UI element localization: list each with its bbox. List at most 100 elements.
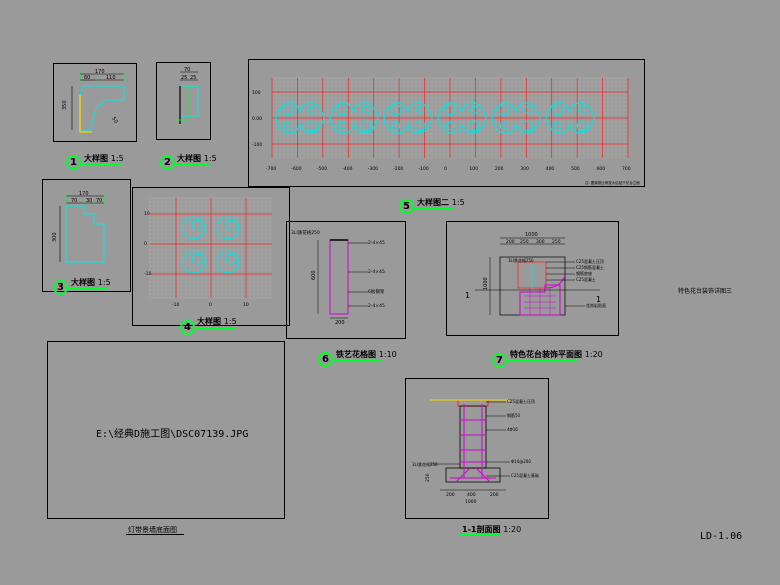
ornament-scroll [500,122,508,130]
d4-bottom-tick: 0 [209,302,212,308]
detail-number-4: 4 [180,320,195,335]
ornament-scroll [444,104,456,116]
detail-6-title: 铁艺花格图 1:10 [336,350,397,359]
d3-dim-a: 70 [71,198,77,204]
detail-frame-3 [42,179,131,292]
d1-dim-b: 110 [106,75,116,81]
detail-2-underline [174,164,210,166]
elev-note: 注: 图案按比例放大后贴于花台立面 [585,180,640,185]
d6-label-2: 2-4×45 [368,269,385,275]
detail-4-underline [195,327,235,329]
detail-5-title: 大样图二 1:5 [417,198,465,207]
ornament-motif [329,102,379,134]
ornament-motif [545,102,595,134]
section-title-underline [460,534,500,536]
ornament-scroll [554,122,562,130]
d6-label-4: 2-4×45 [368,303,385,309]
detail-number-1: 1 [66,155,81,170]
detail-6-underline [334,360,382,362]
elev-x-tick: 100 [469,166,478,172]
photo-path: E:\经典D施工图\DSC07139.JPG [96,429,249,440]
elev-x-tick: -500 [317,166,327,172]
sec-dim-bottom-1: 400 [467,492,476,498]
photo-caption: 灯带景墙底面图 [128,526,177,534]
ornament-scroll [576,120,588,132]
ornament-scroll [308,106,316,114]
d7-label-5: 花岗岩贴面 [586,302,606,308]
d7-label-3: 钢筋底座 [576,270,592,276]
ornament-scroll [524,106,532,114]
elev-x-tick: 300 [520,166,529,172]
detail-2-title: 大样图 1:5 [177,154,217,163]
d3-dim-top: 170 [79,191,89,197]
detail-frame-5 [248,59,645,187]
photo-caption-underline [126,534,184,535]
sec-label-2: 4Φ16 [507,427,518,432]
elev-x-tick: -300 [368,166,378,172]
d3-dim-c: 70 [96,198,102,204]
detail-number-6: 6 [318,352,333,367]
d4-ornament [191,253,203,265]
ornament-scroll [282,104,294,116]
d7-cut-mark-right: 1 [596,295,601,304]
d6-dim-bottom: 200 [335,320,345,326]
d7-dim-sub-3: 250 [552,239,561,245]
ornament-scroll [470,106,478,114]
sec-label-0: C25混凝土压顶 [507,398,535,404]
d2-dim-b: 25 [190,75,196,81]
sec-dim-bottom-0: 200 [446,492,455,498]
sec-dim-side: 250 [425,473,431,482]
d4-ornament [216,250,240,274]
d7-dim-sub-1: 250 [520,239,529,245]
ornament-scroll [578,106,586,114]
ornament-scroll [416,106,424,114]
detail-frame-2 [156,62,211,140]
d6-dim-side: 600 [311,270,317,280]
detail-number-7: 7 [492,353,507,368]
detail-number-2: 2 [160,155,175,170]
elev-x-tick: -100 [419,166,429,172]
ornament-motif [491,102,541,134]
d2-dim-top: 70 [184,67,190,73]
ornament-scroll [336,104,348,116]
detail-5-underline [414,208,454,210]
d4-ornament [182,216,206,240]
sec-dim-bottom-2: 200 [490,492,499,498]
detail-number-5: 5 [399,199,414,214]
elev-y-tick: 0.00 [252,116,262,122]
drawing-number: LD-1.06 [700,531,743,542]
d4-bottom-tick: 10 [243,302,249,308]
d3-dim-side: 300 [52,232,58,242]
ornament-motif [275,102,325,134]
d1-dim-side: 350 [62,100,68,110]
d3-dim-b: 30 [86,198,92,204]
elev-x-tick: -700 [266,166,276,172]
d4-ornament [182,250,206,274]
d7-dim-sub-2: 300 [536,239,545,245]
detail-4-title: 大样图 1:5 [197,317,237,326]
detail-frame-4 [132,187,290,326]
elev-x-tick: 200 [495,166,504,172]
elev-x-tick: -400 [342,166,352,172]
ornament-motif [437,102,487,134]
ornament-scroll [284,122,292,130]
section-frame [405,378,549,519]
d7-label-0: 3LI鉄花格250 [508,257,534,263]
d1-dim-top: 170 [95,69,105,75]
d4-left-tick: 0 [144,241,147,247]
ornament-scroll [446,122,454,130]
d6-label-3: 6板钢架 [368,288,385,295]
elev-x-tick: 400 [546,166,555,172]
detail-3-underline [68,288,108,290]
ornament-scroll [522,120,534,132]
d4-left-tick: 10 [144,211,150,217]
elev-y-tick: -100 [252,142,262,148]
d4-ornament [225,219,237,231]
d4-ornament [225,253,237,265]
